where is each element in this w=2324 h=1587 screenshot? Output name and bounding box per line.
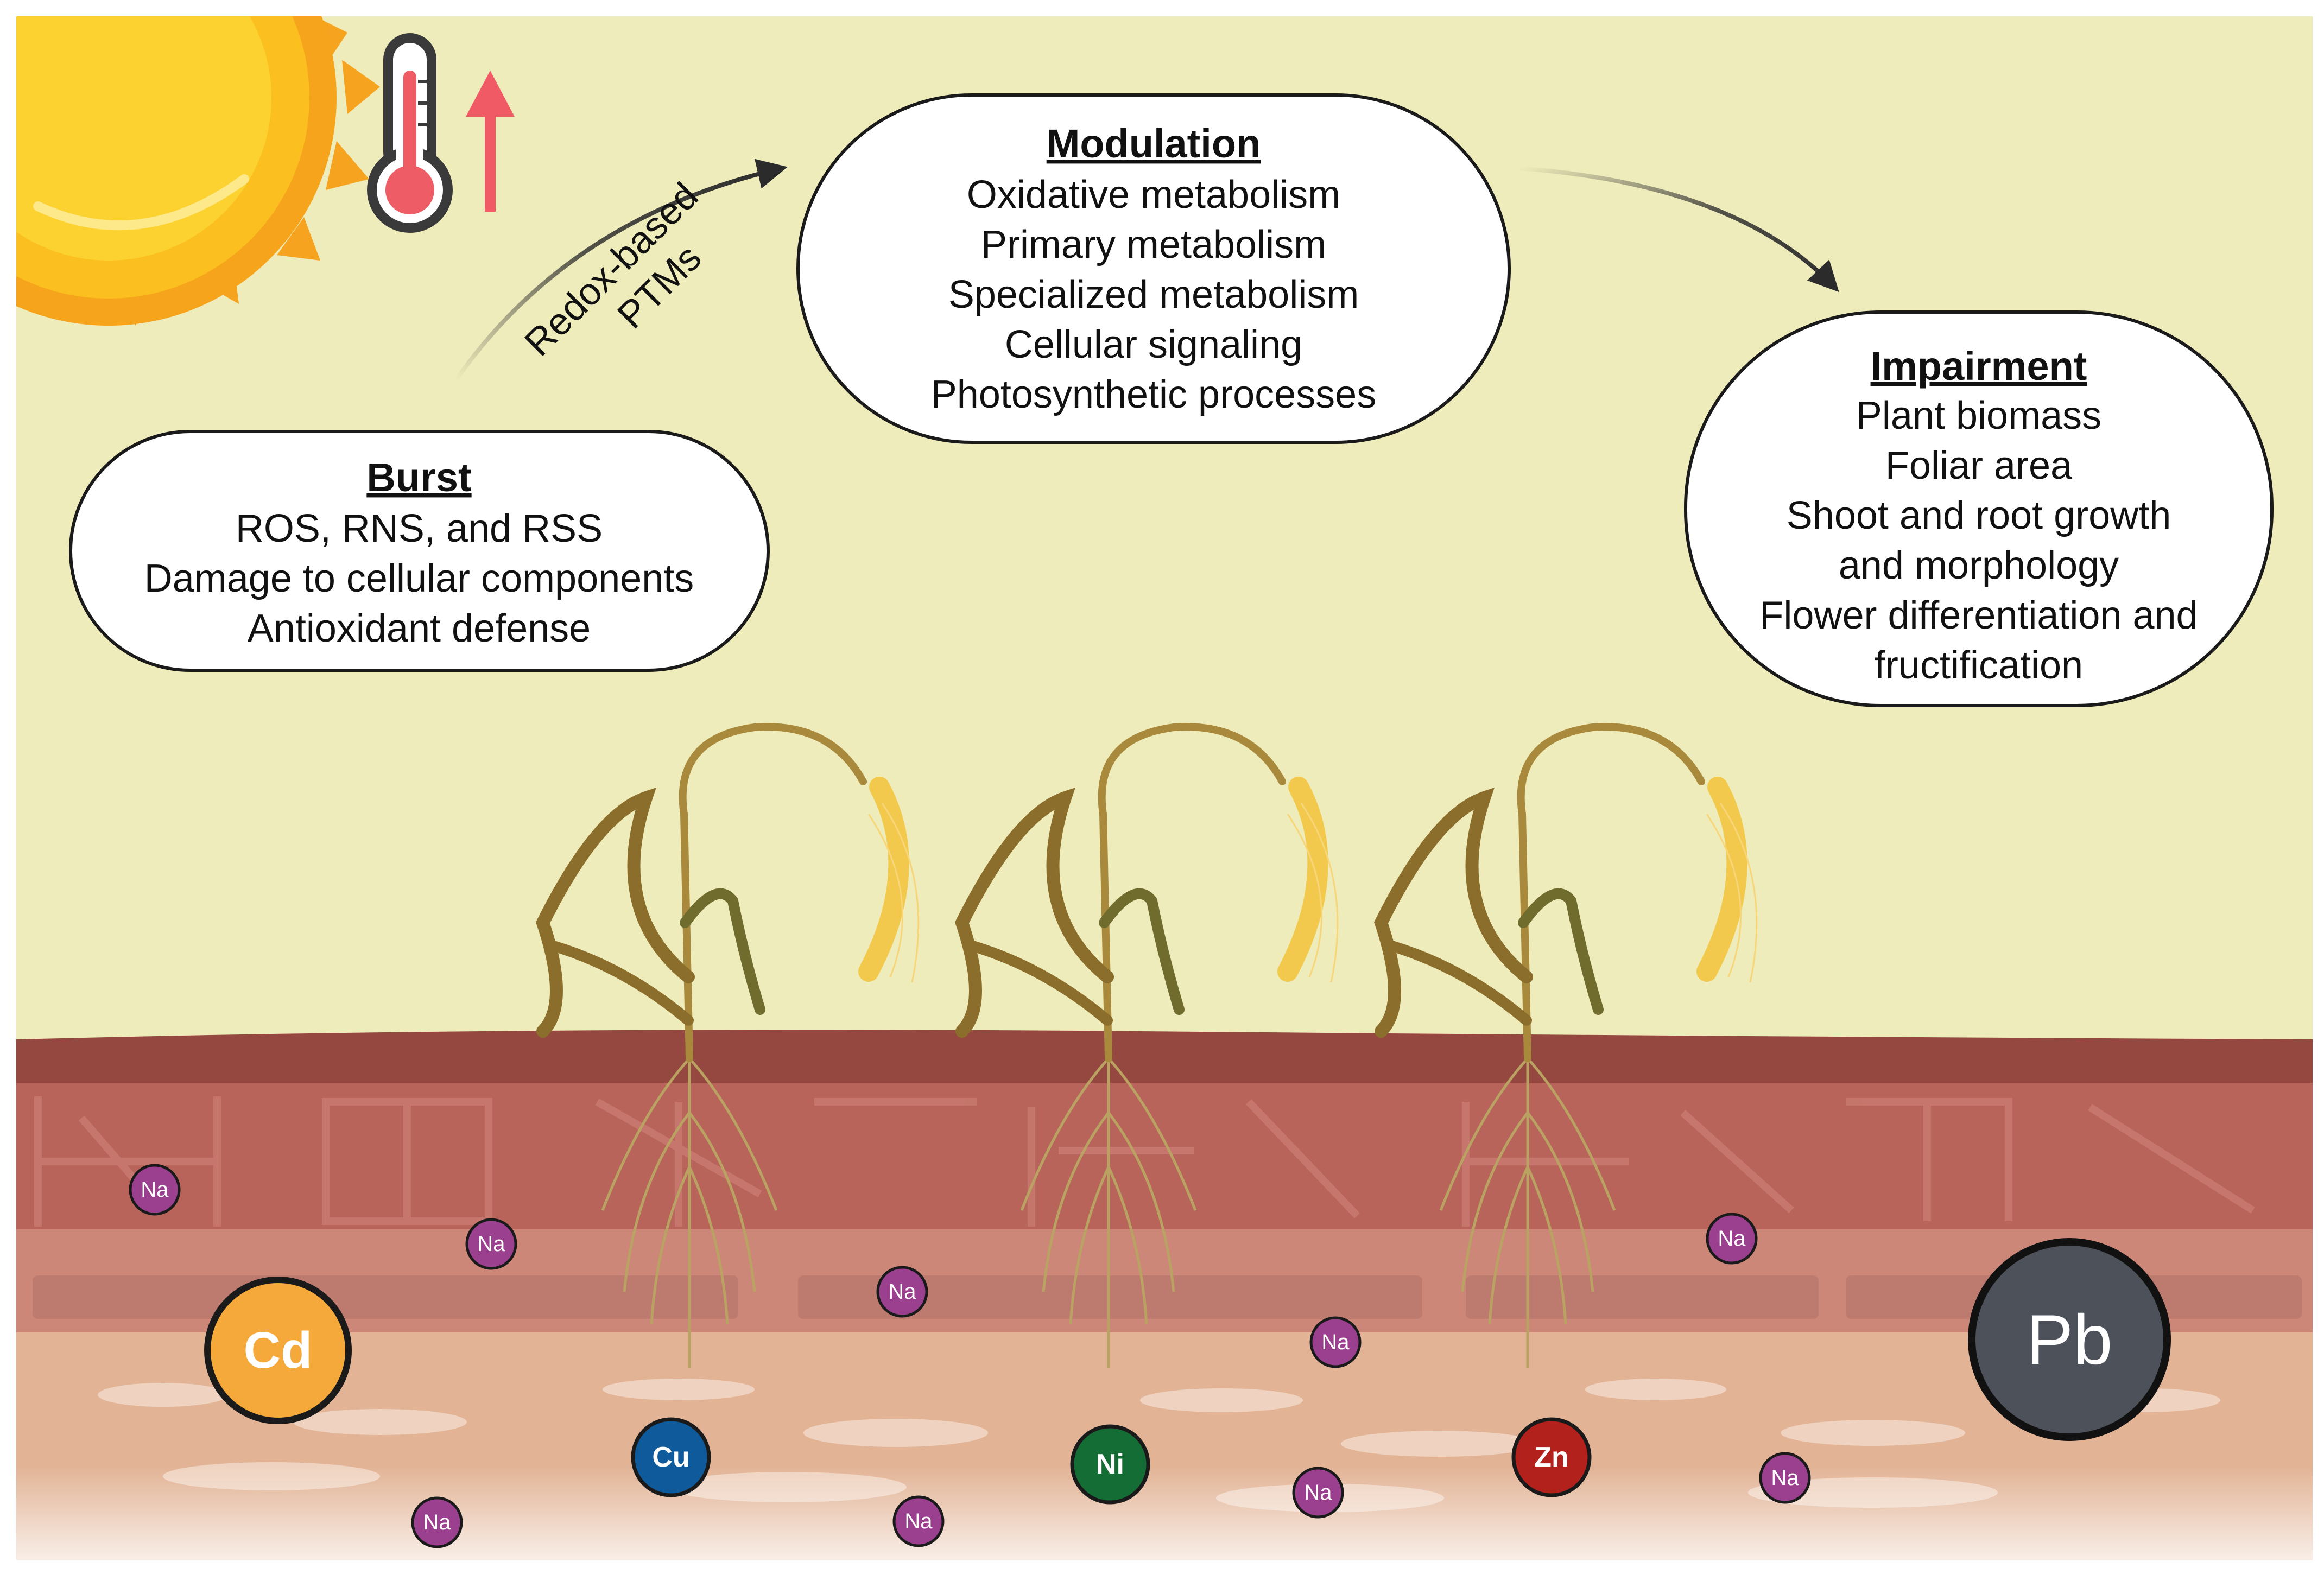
sodium-ion-label: Na xyxy=(1321,1330,1350,1354)
sodium-ion: Na xyxy=(1292,1467,1344,1519)
modulation-title: Modulation xyxy=(1047,121,1261,166)
lead-ion: Pb xyxy=(1968,1238,2171,1441)
redox-arrow xyxy=(454,158,788,382)
cadmium-ion-label: Cd xyxy=(244,1322,313,1379)
modulation-line: Photosynthetic processes xyxy=(931,373,1376,416)
sodium-ion: Na xyxy=(1706,1213,1758,1265)
copper-ion-label: Cu xyxy=(652,1442,689,1473)
plant xyxy=(536,723,920,1368)
sodium-ion-label: Na xyxy=(141,1178,169,1202)
impairment-line: and morphology xyxy=(1839,544,2119,587)
impairment-line: Plant biomass xyxy=(1856,394,2101,437)
modulation-line: Oxidative metabolism xyxy=(967,173,1340,217)
sodium-ion-label: Na xyxy=(1771,1466,1799,1490)
nickel-ion-label: Ni xyxy=(1096,1449,1124,1480)
burst-title: Burst xyxy=(366,455,471,500)
sodium-ion: Na xyxy=(465,1218,517,1270)
impairment-line: Flower differentiation and xyxy=(1759,594,2198,637)
plant xyxy=(1374,723,1758,1368)
burst-line: Antioxidant defense xyxy=(248,607,591,650)
arrow-up-icon xyxy=(466,71,515,212)
zinc-ion: Zn xyxy=(1511,1417,1592,1497)
sodium-ion: Na xyxy=(129,1164,181,1216)
sodium-ion-label: Na xyxy=(423,1510,451,1534)
sun-icon xyxy=(0,0,380,380)
lead-ion-label: Pb xyxy=(2026,1300,2112,1379)
soil xyxy=(16,1030,2313,1587)
plant-roots xyxy=(601,1026,778,1368)
sodium-ion: Na xyxy=(892,1495,945,1547)
plant-roots xyxy=(1439,1026,1616,1368)
burst-line: ROS, RNS, and RSS xyxy=(236,507,603,550)
sodium-ion-label: Na xyxy=(1718,1227,1746,1250)
sodium-ion: Na xyxy=(1309,1316,1362,1368)
impairment-arrow xyxy=(1519,166,1839,293)
impairment-title: Impairment xyxy=(1871,344,2087,389)
modulation-line: Cellular signaling xyxy=(1005,323,1302,366)
sodium-ion-label: Na xyxy=(477,1232,505,1256)
sodium-ion: Na xyxy=(411,1496,463,1548)
impairment-bubble: Impairment Plant biomass Foliar area Sho… xyxy=(1684,310,2274,707)
sodium-ion-label: Na xyxy=(1304,1481,1332,1505)
impairment-line: Shoot and root growth xyxy=(1787,494,2171,537)
modulation-line: Primary metabolism xyxy=(981,223,1326,266)
sodium-ion-label: Na xyxy=(888,1280,916,1304)
burst-line: Damage to cellular components xyxy=(144,557,694,600)
copper-ion: Cu xyxy=(631,1417,711,1497)
modulation-line: Specialized metabolism xyxy=(948,273,1359,316)
sodium-ion: Na xyxy=(876,1266,928,1318)
sodium-ion-label: Na xyxy=(904,1509,933,1533)
nickel-ion: Ni xyxy=(1070,1424,1150,1505)
cadmium-ion: Cd xyxy=(204,1277,352,1424)
plant xyxy=(955,723,1339,1368)
sodium-ion: Na xyxy=(1759,1452,1811,1504)
impairment-line: fructification xyxy=(1875,644,2083,687)
modulation-bubble: Modulation Oxidative metabolism Primary … xyxy=(796,93,1511,444)
impairment-line: Foliar area xyxy=(1885,444,2073,487)
plant-roots xyxy=(1020,1026,1197,1368)
zinc-ion-label: Zn xyxy=(1534,1442,1569,1473)
thermometer-icon xyxy=(367,33,453,233)
burst-bubble: Burst ROS, RNS, and RSS Damage to cellul… xyxy=(69,430,770,672)
